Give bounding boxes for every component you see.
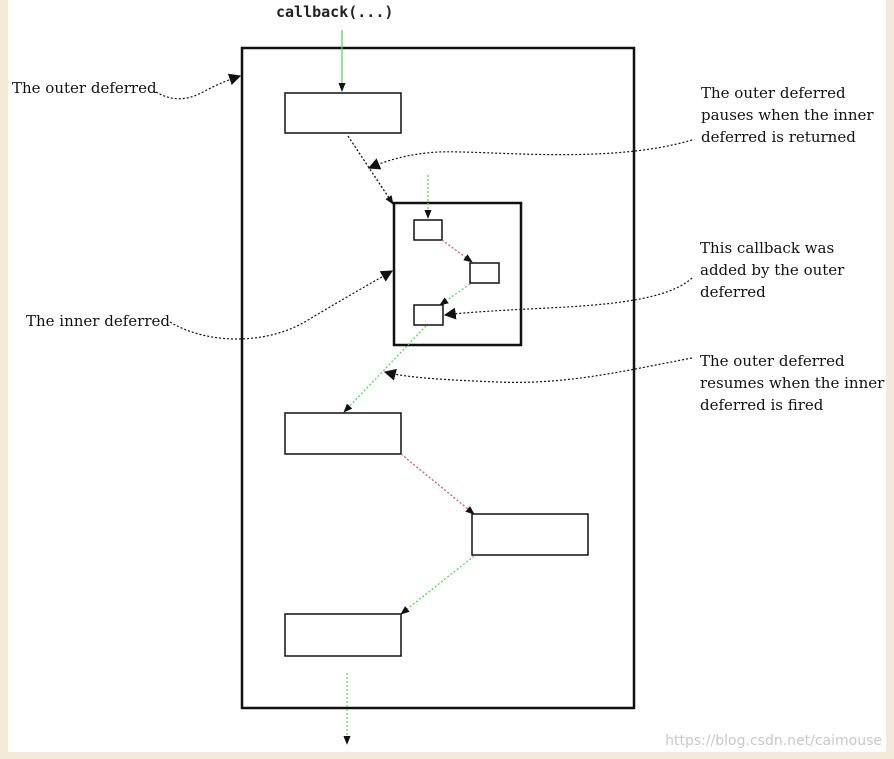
outer-callback-2: [284, 412, 402, 455]
diagram-canvas: callback(...) The outer deferred The inn…: [8, 0, 886, 752]
inner-callback-1: [413, 219, 443, 241]
resumes-line-3: deferred is fired: [700, 396, 824, 414]
inner-success-arrow: [439, 283, 471, 306]
outer-deferred-label: The outer deferred: [12, 79, 157, 97]
inner-deferred-box: [392, 201, 523, 347]
outer-errback-3: [471, 513, 589, 556]
outer-success-arrow: [400, 555, 475, 615]
resume-arrow: [343, 325, 427, 413]
callback-added-line-3: deferred: [700, 283, 766, 301]
resumes-line-2: resumes when the inner: [700, 374, 885, 392]
callback-added-line-2: added by the outer: [700, 261, 845, 279]
outer-error-arrow: [400, 453, 475, 515]
resumes-pointer: [383, 357, 693, 383]
watermark: https://blog.csdn.net/caimouse: [665, 733, 882, 749]
pauses-line-1: The outer deferred: [701, 84, 846, 102]
pauses-line-2: pauses when the inner: [701, 106, 874, 124]
outer-callback-1: [284, 92, 402, 134]
pauses-label: The outer deferred pauses when the inner…: [701, 82, 874, 148]
outer-callback-4: [284, 613, 402, 657]
deferred-diagram: [155, 30, 693, 745]
callback-added-pointer: [443, 277, 693, 320]
inner-errback-2: [469, 262, 500, 284]
outer-deferred-box: [240, 46, 636, 710]
resumes-label: The outer deferred resumes when the inne…: [700, 350, 884, 416]
flow-to-inner-arrow: [347, 135, 394, 205]
callback-added-label: This callback was added by the outer def…: [700, 237, 844, 303]
resumes-line-1: The outer deferred: [700, 352, 845, 370]
inner-deferred-label: The inner deferred: [26, 312, 170, 330]
outer-deferred-pointer: [155, 73, 242, 100]
callback-label: callback(...): [276, 3, 394, 21]
inner-callback-3: [413, 304, 444, 326]
callback-added-line-1: This callback was: [700, 239, 835, 257]
pauses-pointer: [367, 139, 693, 170]
inner-deferred-pointer: [169, 270, 394, 340]
inner-error-arrow: [441, 239, 473, 263]
pauses-line-3: deferred is returned: [701, 128, 856, 146]
